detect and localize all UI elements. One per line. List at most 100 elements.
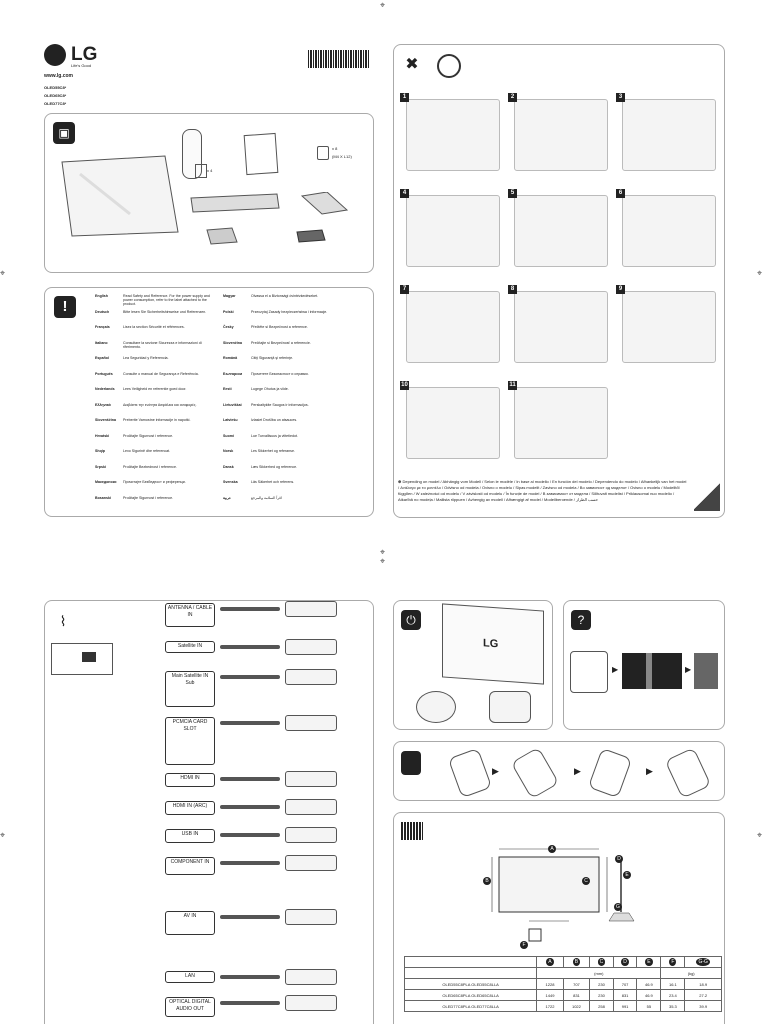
port-2[interactable]: Main Satellite IN Sub bbox=[165, 671, 215, 707]
port-8[interactable]: AV IN bbox=[165, 911, 215, 935]
language-text: Citiţi Siguranţă şi referinţe. bbox=[251, 356, 294, 360]
step-drawing bbox=[622, 195, 716, 267]
dimension-letter-A: A bbox=[548, 845, 556, 853]
language-text: Prečítajte si Bezpečnosť a referencie. bbox=[251, 340, 311, 345]
cable-illustration bbox=[220, 675, 280, 679]
website: www.lg.com bbox=[44, 73, 73, 79]
port-10[interactable]: OPTICAL DIGITAL AUDIO OUT bbox=[165, 997, 215, 1017]
language-text: Read Safety and Reference. For the power… bbox=[123, 294, 210, 307]
dimension-letter-E: E bbox=[623, 871, 631, 879]
step-drawing bbox=[514, 387, 608, 459]
remote-step-1 bbox=[447, 747, 493, 799]
language-text: Bitte lesen Sie Sicherheitshinweise und … bbox=[123, 309, 207, 314]
spec-value: 831 bbox=[562, 989, 591, 1001]
spec-letter: A bbox=[546, 958, 554, 966]
port-6[interactable]: USB IN bbox=[165, 829, 215, 843]
step-drawing bbox=[406, 387, 500, 459]
language-text: Les Sikkerhet og referanse. bbox=[251, 449, 295, 453]
port-7[interactable]: COMPONENT IN bbox=[165, 857, 215, 875]
language-text: اقرأ السلامة والمرجع bbox=[251, 495, 283, 500]
assembly-step: 4 bbox=[400, 189, 500, 269]
language-text: Przeczytaj Zasady bezpieczeństwa i infor… bbox=[251, 309, 328, 314]
spec-value: 707 bbox=[612, 978, 638, 990]
language-text: Olvassa el a Biztonsági óvintézkedéseket… bbox=[251, 294, 319, 298]
language-text: Прочетете Безопасност и справки. bbox=[251, 371, 309, 376]
step-number: 5 bbox=[508, 189, 517, 198]
spec-letter: C bbox=[597, 958, 606, 966]
dimension-letter-G: G bbox=[614, 903, 622, 911]
dimensions-icon bbox=[401, 822, 423, 840]
language-name: Eesti bbox=[223, 387, 232, 391]
batteries-icon bbox=[195, 164, 207, 178]
battery-icon bbox=[401, 751, 421, 775]
port-1[interactable]: Satellite IN bbox=[165, 641, 215, 653]
box-contents-panel: ▣ x 4 x 8 (M4 X L12) bbox=[44, 113, 374, 273]
tools-icon: ✖ bbox=[405, 56, 419, 73]
spec-value: 1228 bbox=[536, 978, 564, 990]
registration-mark: ⌖ bbox=[0, 268, 6, 278]
language-text: Pročitajte Sigurnost i reference. bbox=[123, 495, 174, 500]
box-contents-icon: ▣ bbox=[53, 122, 75, 144]
step-drawing bbox=[514, 99, 608, 171]
spec-value: 991 bbox=[612, 1000, 638, 1012]
language-text: Lugege Ohutus ja viide. bbox=[251, 387, 289, 391]
port-9[interactable]: LAN bbox=[165, 971, 215, 983]
language-name: Español bbox=[95, 356, 109, 360]
language-text: Прочитајте Безбедност и референци. bbox=[123, 480, 186, 484]
assembly-step: 11 bbox=[508, 381, 608, 461]
language-name: Македонски bbox=[95, 480, 117, 484]
spec-unit-kg: (kg) bbox=[660, 967, 722, 979]
depending-note-text: Depending on model / Abhängig vom Modell… bbox=[398, 479, 687, 502]
registration-mark: ⌖ bbox=[380, 547, 386, 557]
step-drawing bbox=[406, 291, 500, 363]
arrow-icon: ▶ bbox=[685, 665, 692, 674]
port-5[interactable]: HDMI IN (ARC) bbox=[165, 801, 215, 815]
language-name: Latviešu bbox=[223, 418, 238, 422]
device-illustration bbox=[285, 827, 337, 843]
step-drawing bbox=[514, 291, 608, 363]
connections-panel: ⌇ ANTENNA / CABLE IN Satellite IN Main Sat… bbox=[44, 600, 374, 1024]
language-name: عربية bbox=[223, 495, 232, 500]
assembly-step: 10 bbox=[400, 381, 500, 461]
language-name: Norsk bbox=[223, 449, 234, 453]
language-text: Přečtěte si Bezpečnost a reference. bbox=[251, 325, 308, 329]
tv-panel-illustration bbox=[61, 155, 179, 237]
port-label: HDMI IN bbox=[180, 775, 200, 781]
step-number: 9 bbox=[616, 285, 625, 294]
spec-value: 35.3 bbox=[660, 1000, 686, 1012]
language-text: Lees Veiligheid en referentie goed door. bbox=[123, 387, 187, 391]
step-drawing bbox=[406, 195, 500, 267]
language-name: Česky bbox=[223, 325, 234, 329]
cable-illustration bbox=[220, 777, 280, 781]
language-row: Česky Přečtěte si Bezpečnost a reference. bbox=[223, 325, 343, 339]
registration-mark: ⌖ bbox=[757, 830, 763, 840]
port-4[interactable]: HDMI IN bbox=[165, 773, 215, 787]
port-label: OPTICAL DIGITAL AUDIO OUT bbox=[169, 999, 211, 1012]
assembly-step: 9 bbox=[616, 285, 716, 365]
language-text: Perskaitykite Saugos ir informacijos. bbox=[251, 402, 309, 407]
spec-value: 16.1 bbox=[660, 978, 686, 990]
port-label: LAN bbox=[185, 973, 195, 979]
spec-letter: G-G bbox=[696, 958, 710, 966]
remote-battery-panel: ▶ ▶ ▶ bbox=[393, 741, 725, 801]
port-3[interactable]: PCMCIA CARD SLOT bbox=[165, 717, 215, 765]
port-0[interactable]: ANTENNA / CABLE IN bbox=[165, 603, 215, 627]
step-number: 11 bbox=[508, 381, 517, 390]
cable-illustration bbox=[220, 915, 280, 919]
cable-icon: ⌇ bbox=[59, 613, 67, 629]
registration-mark: ⌖ bbox=[0, 830, 6, 840]
